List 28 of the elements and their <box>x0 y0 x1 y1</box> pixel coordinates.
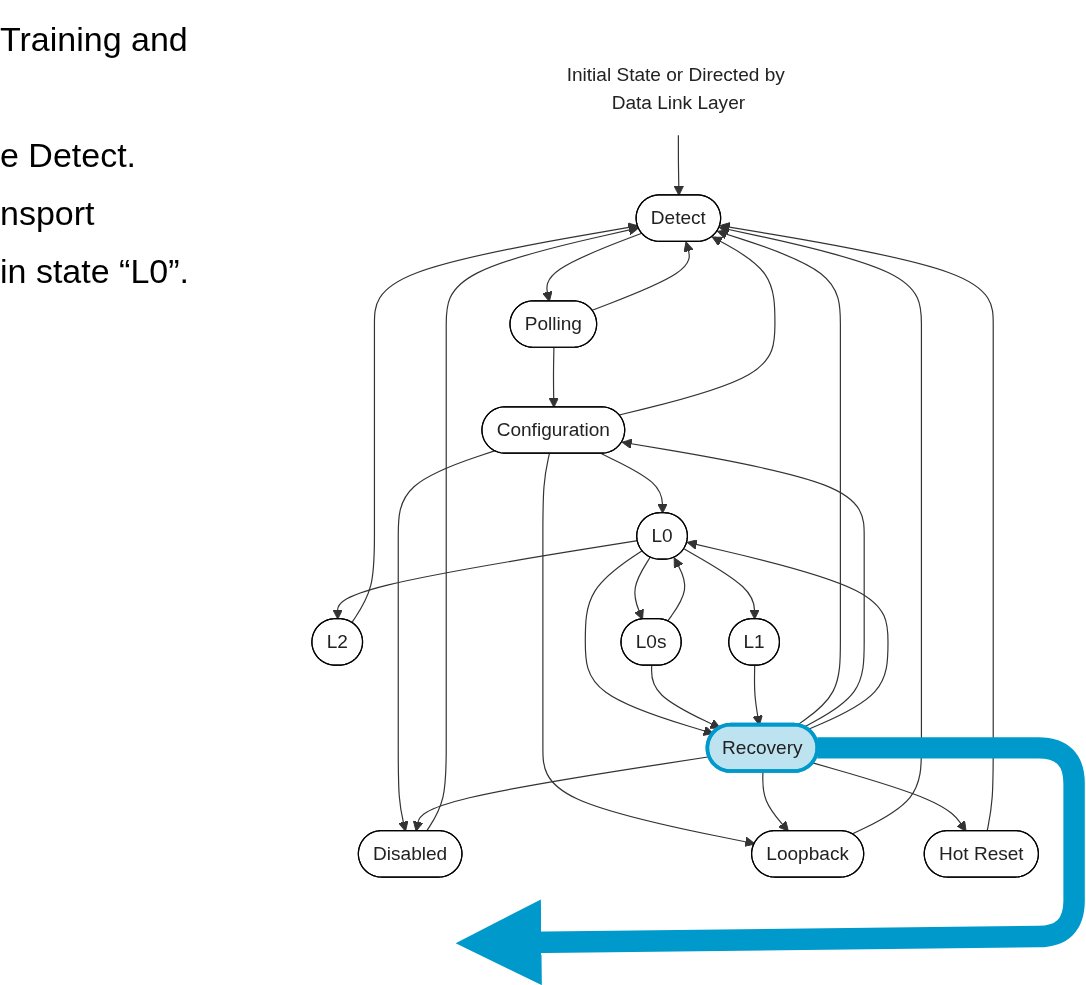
arrow <box>634 556 651 620</box>
arrow <box>542 453 756 847</box>
arrow <box>667 557 686 622</box>
arrow <box>397 450 496 832</box>
arrow <box>621 438 865 728</box>
node-text: Initial State or Directed by Data Link Layer <box>566 63 785 113</box>
arrow <box>351 222 639 624</box>
text-line: in state “L0”. <box>0 251 190 292</box>
arrow <box>591 241 694 311</box>
arrow <box>717 229 841 726</box>
arrow <box>542 232 643 302</box>
arrow <box>812 762 967 832</box>
arrow <box>548 347 559 408</box>
arrow <box>762 771 789 832</box>
text-line: e Detect. <box>0 135 138 176</box>
text-line: nsport <box>0 193 96 234</box>
text-line: Training and <box>0 19 189 60</box>
arrow <box>600 453 668 514</box>
arrow <box>425 224 640 832</box>
arrow <box>683 548 760 620</box>
arrow <box>618 236 776 416</box>
arrow <box>686 539 889 731</box>
arrow <box>719 224 923 835</box>
arrow <box>584 550 714 736</box>
arrow <box>650 665 721 729</box>
arrow <box>455 737 1085 985</box>
arrow <box>719 222 994 832</box>
arrow <box>673 134 684 196</box>
